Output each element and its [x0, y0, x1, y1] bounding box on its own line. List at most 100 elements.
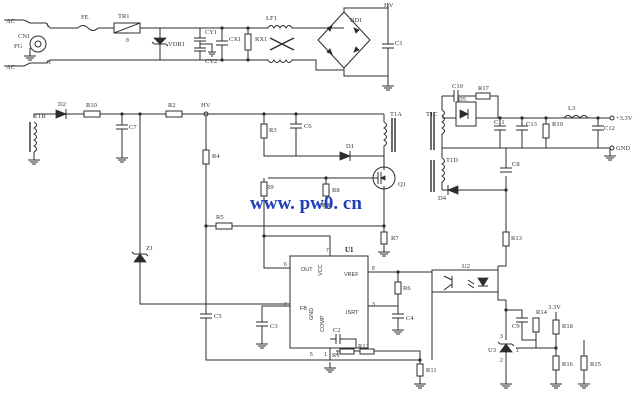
optocoupler-u2 [431, 269, 499, 293]
cn1-connector [29, 35, 47, 53]
c4-label: C4 [406, 315, 414, 322]
d5-label: D5 [458, 96, 466, 103]
ac-neutral-wire [4, 59, 51, 67]
c9-r14-link [521, 334, 536, 341]
r5-node [204, 224, 208, 228]
d2-label: D2 [58, 101, 66, 108]
cy1-label: CY1 [205, 29, 217, 36]
vdr1-triangle [153, 37, 167, 45]
r5-label: R5 [216, 214, 224, 221]
watermark-text: www. pw0. cn [250, 193, 362, 214]
bridge-input-wires [298, 27, 344, 71]
r11-label: R11 [426, 367, 437, 374]
d4-label: D4 [438, 195, 447, 202]
r9-label: R9 [266, 184, 274, 191]
c2-label: C2 [333, 327, 341, 334]
c11-label: C11 [494, 119, 505, 126]
r17-wire [490, 95, 499, 118]
t1a-core [391, 118, 396, 152]
rx1-label: RX1 [255, 36, 267, 43]
fuse-label: FE [81, 14, 89, 21]
tr1-label: TR1 [118, 13, 130, 20]
r13-resistor [502, 231, 510, 247]
r16-ground [550, 370, 562, 389]
r13-to-u2-wire [498, 246, 507, 267]
u1-vcc-pin: VCC [318, 264, 324, 276]
c13-label: C13 [526, 121, 537, 128]
c7-label: C7 [129, 124, 137, 131]
t1b-top-wire [33, 113, 56, 118]
r1-resistor [339, 348, 355, 355]
u1-comp-pin: COMP [320, 315, 326, 332]
cy2-label: CY2 [205, 58, 217, 65]
ac-line-wire [4, 19, 51, 29]
u2-led [477, 277, 489, 287]
r15-label: R15 [590, 361, 601, 368]
c5-cap [200, 313, 212, 319]
c10-cap [442, 90, 476, 102]
u2-led-bar [467, 279, 488, 289]
u1-pin8: 8 [372, 266, 375, 272]
c8-label: C8 [512, 161, 520, 168]
u1-pin5: 5 [310, 352, 313, 358]
isrt-wire [368, 305, 399, 314]
u1-out-pin: OUT [301, 267, 313, 273]
t1d-winding [441, 157, 445, 190]
rx1-node-top [246, 26, 250, 30]
tr1-theta-mark: θ [126, 38, 129, 44]
d4-diode [446, 185, 459, 195]
t1c-label: T1C [426, 111, 438, 118]
z1-bar [131, 251, 149, 257]
c12-cap [592, 118, 604, 148]
r8-label: R8 [332, 187, 340, 194]
u2-phototransistor [443, 275, 453, 291]
c5-label: C5 [214, 313, 222, 320]
u2-cathode-wire [497, 292, 506, 301]
z1-zener [133, 253, 147, 263]
u3-pin2: 2 [500, 358, 503, 364]
t1b-winding [33, 121, 37, 153]
fg-ground-symbol [24, 48, 36, 61]
cx1-node-top [220, 26, 224, 30]
r4-label: R4 [212, 153, 220, 160]
c4-cap [392, 313, 404, 335]
r7-label: R7 [391, 235, 399, 242]
l3-label: L3 [568, 105, 575, 112]
u1-pin1: 1 [324, 352, 327, 358]
thermistor-slash [113, 22, 141, 34]
t1a-label: T1A [390, 111, 402, 118]
r1-label: R1 [332, 352, 340, 359]
u1-label: U1 [345, 246, 354, 254]
c7-cap [116, 114, 128, 163]
c1-label: C1 [395, 40, 403, 47]
t1d-label: T1D [446, 157, 458, 164]
u1-gnd-pin: GND [309, 308, 315, 320]
r16-label: R16 [562, 361, 574, 368]
r10-resistor [83, 110, 101, 118]
d1-label: D1 [346, 143, 354, 150]
r18-label: R18 [562, 323, 573, 330]
u1-pin7: 7 [326, 248, 329, 254]
c1-cap [382, 43, 394, 49]
r10-label: R10 [86, 102, 97, 109]
lf1-winding-top [262, 25, 298, 29]
c9-label: C9 [512, 323, 520, 330]
u1-gnd-ground [324, 362, 336, 373]
r3-resistor [260, 123, 268, 139]
d5-diode [459, 109, 469, 119]
bd1-label: BD1 [350, 17, 362, 24]
l3-inductor [563, 115, 589, 119]
r5-resistor [215, 222, 233, 230]
r11-ground [414, 376, 426, 389]
u1-isrt-pin: ISRT [346, 310, 359, 316]
d1-diode [339, 151, 352, 161]
u1-pin2: 2 [284, 302, 287, 308]
u3-pin1: 1 [516, 348, 519, 354]
t1c-winding [441, 96, 445, 148]
lf1-core [269, 37, 295, 51]
u1-vcc-wire [264, 235, 331, 256]
c1-ground [382, 48, 394, 91]
r2-resistor [165, 110, 183, 118]
r3-lead-bot [263, 138, 340, 157]
